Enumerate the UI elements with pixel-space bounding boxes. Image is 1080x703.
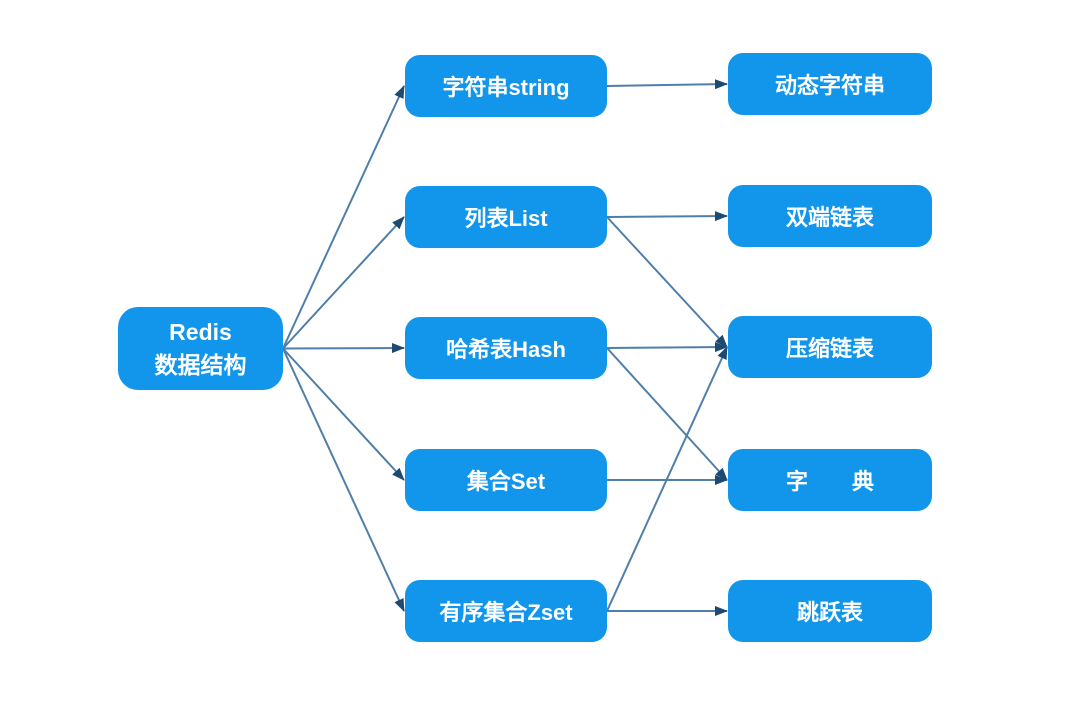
node-list-type: 列表List xyxy=(405,186,607,248)
node-hash-type: 哈希表Hash xyxy=(405,317,607,379)
edge-hash-to-dict xyxy=(606,347,728,481)
edge-string-to-sds xyxy=(606,79,728,90)
node-string-type: 字符串string xyxy=(405,55,607,117)
edge-redis-to-set xyxy=(282,347,405,481)
node-ziplist: 压缩链表 xyxy=(728,316,932,378)
edge-redis-to-zset xyxy=(282,348,405,612)
edge-hash-to-ziplist xyxy=(606,342,728,353)
node-set-type: 集合Set xyxy=(405,449,607,511)
node-redis-root: Redis 数据结构 xyxy=(118,307,283,390)
node-zset-type: 有序集合Zset xyxy=(405,580,607,642)
node-dict: 字 典 xyxy=(728,449,932,511)
edge-list-to-ziplist xyxy=(606,216,728,348)
edge-zset-to-ziplist xyxy=(606,346,728,612)
edge-list-to-dll xyxy=(606,211,728,222)
node-doubly-linked-list: 双端链表 xyxy=(728,185,932,247)
edge-redis-to-hash xyxy=(282,343,405,354)
node-skiplist: 跳跃表 xyxy=(728,580,932,642)
edge-redis-to-list xyxy=(282,216,405,350)
edge-redis-to-string xyxy=(282,85,405,349)
node-dynamic-string: 动态字符串 xyxy=(728,53,932,115)
